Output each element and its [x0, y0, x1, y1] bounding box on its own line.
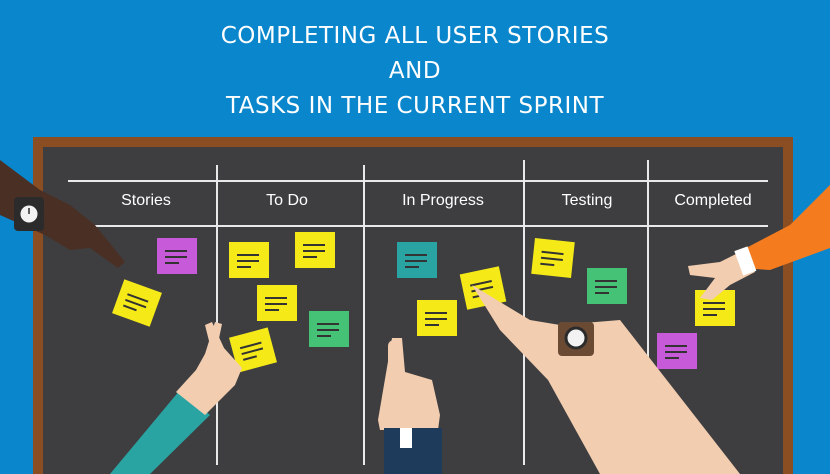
sticky-note[interactable]: [295, 232, 335, 268]
sticky-note[interactable]: [229, 242, 269, 278]
pointing-hand-right-icon: [472, 285, 740, 474]
column-divider: [647, 160, 649, 465]
column-header-testing: Testing: [561, 192, 613, 209]
pointing-hand-center-icon: [378, 338, 442, 474]
headline-line-3: TASKS IN THE CURRENT SPRINT: [225, 93, 605, 119]
headline-line-2: AND: [388, 58, 442, 84]
hand-grabbing-note-icon: [688, 185, 830, 300]
headline-line-1: COMPLETING ALL USER STORIES: [220, 23, 610, 49]
column-divider: [523, 160, 525, 465]
hand-holding-note-icon: [110, 322, 242, 474]
sticky-note[interactable]: [417, 300, 457, 336]
sticky-note[interactable]: [257, 285, 297, 321]
pointing-hand-dark-icon: [0, 160, 125, 268]
sticky-note[interactable]: [587, 268, 627, 304]
column-header-stories: Stories: [121, 192, 171, 209]
column-header-in-progress: In Progress: [402, 192, 484, 209]
sticky-note[interactable]: [657, 333, 697, 369]
sticky-note[interactable]: [157, 238, 197, 274]
column-header-todo: To Do: [266, 192, 308, 209]
board-top-line: [68, 180, 768, 182]
column-divider: [363, 165, 365, 465]
sticky-note[interactable]: [309, 311, 349, 347]
sticky-note[interactable]: [397, 242, 437, 278]
board-header-line: [68, 225, 768, 227]
column-divider: [216, 165, 218, 465]
column-header-completed: Completed: [674, 192, 752, 209]
